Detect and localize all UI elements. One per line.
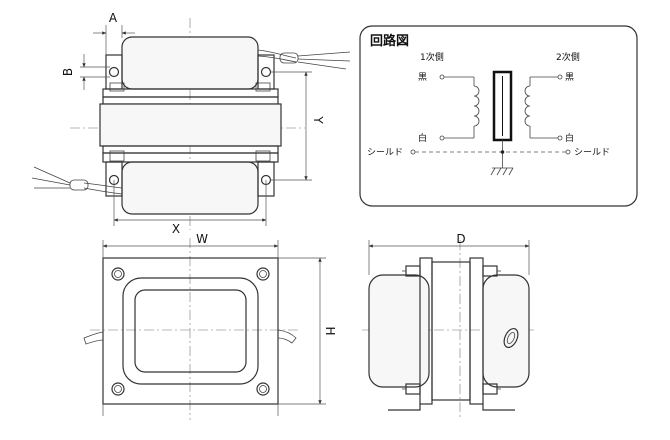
secondary-side-label: 2次側 [556,51,580,63]
top-view-upper-core [121,36,259,90]
secondary-shield-label: シールド [574,148,610,158]
circuit-title: 回路図 [370,33,409,49]
side-view-frame [469,257,484,405]
side-view-foot-left [388,404,421,411]
top-view-nut [255,150,271,162]
top-view-leads-right [257,49,351,70]
primary-black-label: 黒 [418,72,427,83]
dimension-d-label: D [456,232,465,246]
top-view-leads-left [31,166,123,195]
terminal-primary-shield [410,149,416,155]
front-view-hole [256,382,270,396]
side-view: D [362,232,535,420]
top-view-lug-top-left [105,54,123,90]
dimension-x-label: X [172,222,180,236]
primary-shield-label: シールド [367,148,403,158]
side-view-left-lobe [368,274,430,388]
secondary-winding [524,76,558,139]
front-view-window [134,289,247,373]
primary-white-label: 白 [418,132,427,144]
secondary-black-label: 黒 [565,72,574,83]
front-view-hole [111,267,125,281]
side-view-coil [431,261,471,401]
shield-junction [500,150,505,154]
front-view-lead-right [277,329,297,344]
terminal-primary-black [439,74,445,80]
top-view: A B Y X [31,11,351,236]
top-view-lower-plate-2 [102,152,279,163]
top-view-lower-plate [102,145,279,154]
top-view-hole-top-right [260,66,272,78]
top-view-coil [99,103,282,147]
front-view-plate [102,257,279,405]
circuit-diagram: 回路図 1次側 2次側 黒 黒 白 白 シールド シールド [359,25,638,207]
side-view-grommet [503,327,519,349]
front-view: W H [83,232,337,420]
front-view-hole [111,382,125,396]
terminal-secondary-black [557,74,563,80]
dimension-h-label: H [323,326,337,335]
side-view-right-lobe [482,274,530,388]
dimension-w-label: W [196,232,208,246]
front-view-core-outline [122,277,259,385]
front-view-hole [256,267,270,281]
front-view-lead-left [83,331,104,345]
primary-side-label: 1次側 [420,51,444,63]
side-view-bolt [482,265,498,277]
circuit-diagram-frame [359,25,638,207]
terminal-primary-white [439,135,445,141]
primary-winding [444,76,480,139]
top-view-lower-core [121,161,259,215]
secondary-white-label: 白 [565,132,574,144]
dimension-y-label: Y [311,115,325,124]
top-view-upper-plate [102,88,279,98]
top-view-nut [109,150,125,162]
top-view-hole-top-left [108,66,120,78]
terminal-secondary-white [557,135,563,141]
ground-icon [490,167,514,176]
top-view-upper-plate-2 [102,96,279,105]
side-view-foot-right [482,404,515,411]
top-view-nut [109,82,125,92]
dimension-a-label: A [109,11,118,25]
dimension-b-label: B [61,68,75,76]
terminal-secondary-shield [565,149,571,155]
top-view-nut [255,82,271,92]
